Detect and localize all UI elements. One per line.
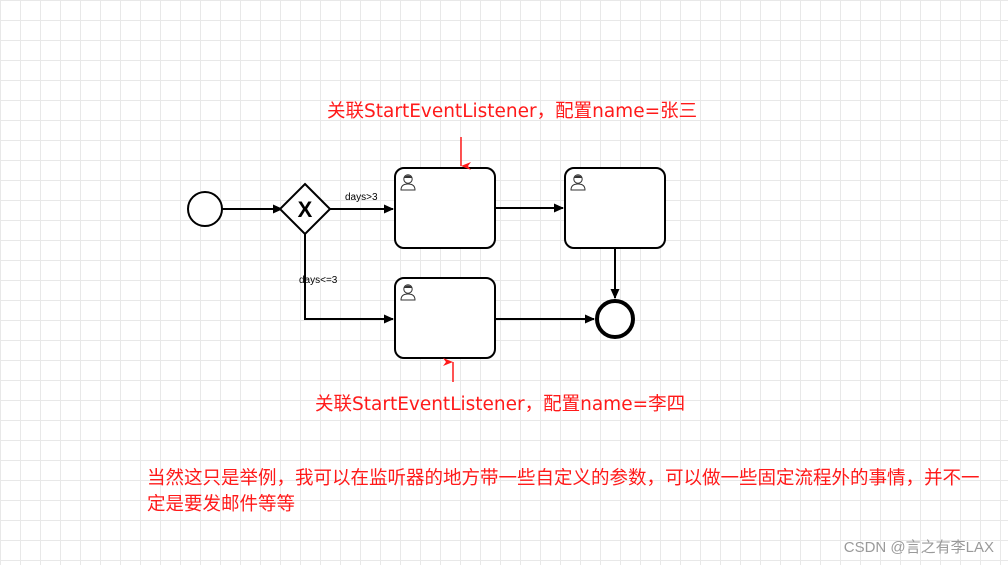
exclusive-gateway[interactable]: X	[278, 182, 332, 236]
edge-label-days-gt-3: days>3	[345, 192, 378, 203]
user-task-3[interactable]	[394, 277, 496, 359]
edge-label-days-le-3: days<=3	[299, 275, 338, 286]
note-text: 当然这只是举例，我可以在监听器的地方带一些自定义的参数，可以做一些固定流程外的事…	[147, 468, 980, 515]
user-icon	[400, 284, 416, 301]
user-task-2[interactable]	[564, 167, 666, 249]
gateway-x-icon: X	[298, 197, 313, 222]
user-task-1[interactable]	[394, 167, 496, 249]
flow-days-le-3[interactable]	[304, 234, 394, 324]
user-icon	[400, 174, 416, 191]
annotation-top: 关联StartEventListener，配置name=张三	[327, 101, 698, 122]
annotation-bottom: 关联StartEventListener，配置name=李四	[315, 394, 686, 415]
start-event[interactable]	[187, 191, 223, 227]
watermark: CSDN @言之有李LAX	[843, 539, 994, 556]
user-icon	[570, 174, 586, 191]
end-event[interactable]	[595, 299, 635, 339]
